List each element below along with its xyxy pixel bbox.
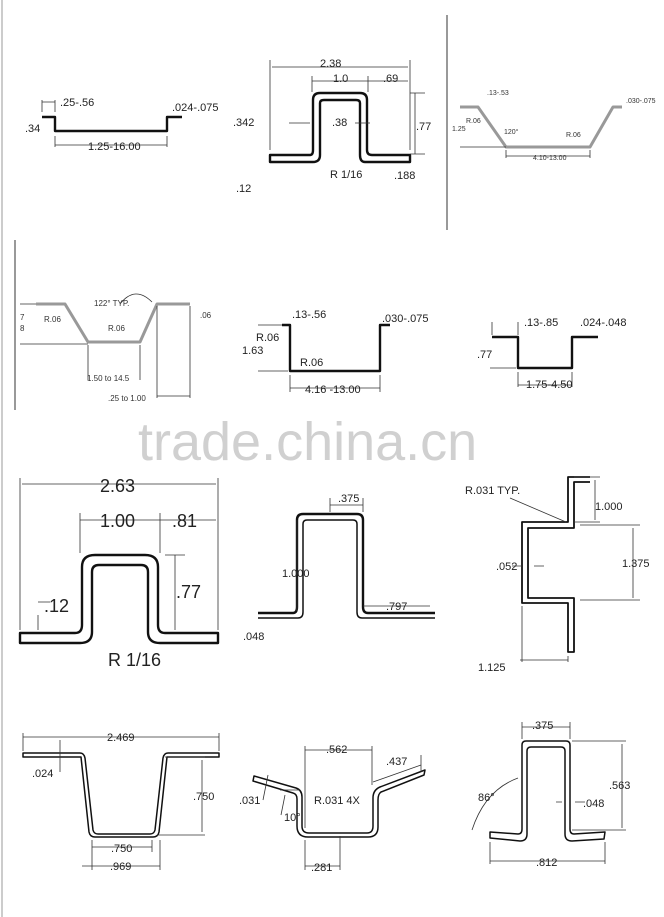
dim-label: R.06 (466, 118, 481, 125)
dim-label: .13-.56 (292, 309, 326, 321)
dim-label: 1.75-4.50 (526, 379, 572, 391)
dim-label: .342 (233, 117, 254, 129)
dim-label: R.06 (108, 324, 125, 333)
dim-label: .77 (176, 582, 201, 602)
dim-label: .188 (394, 170, 415, 182)
watermark: trade.china.cn (138, 412, 477, 472)
dim-label: .13-.85 (524, 317, 558, 329)
dim-label: 86° (478, 792, 495, 804)
dim-label: 1.0 (333, 73, 348, 85)
dim-label: 122° TYP. (94, 299, 129, 308)
dim-label: .437 (386, 756, 407, 768)
dim-label: .77 (416, 121, 431, 133)
dim-label: 2.38 (320, 58, 341, 70)
dim-label: .024-.048 (580, 317, 626, 329)
drawing-flat-channel: .25-.56 .024-.075 .34 1.25-16.00 (25, 97, 218, 153)
dim-label: .750 (111, 843, 132, 855)
dim-label: .69 (383, 73, 398, 85)
dim-label: .77 (477, 349, 492, 361)
profile-outline (268, 91, 412, 164)
dim-label: .375 (532, 720, 553, 732)
dim-label: R.031 TYP. (465, 485, 520, 497)
dim-label: R 1/16 (108, 650, 161, 670)
dim-label: .030-.075 (626, 98, 656, 105)
profile-outline (42, 115, 182, 133)
dim-label: 1.50 to 14.5 (87, 374, 130, 383)
profile-outline (18, 553, 220, 645)
dim-label: .25 to 1.00 (108, 394, 146, 403)
dim-label: 10° (284, 812, 301, 824)
dim-label: R.031 4X (314, 795, 361, 807)
dim-label: .38 (332, 117, 347, 129)
profile-outline (22, 752, 220, 838)
profile-outline (252, 769, 426, 838)
dim-label: .375 (338, 493, 359, 505)
dim-label: 2.469 (107, 732, 135, 744)
dim-label: 1.375 (622, 558, 650, 570)
dim-label: .34 (25, 123, 40, 135)
dim-label: 1.000 (595, 501, 623, 513)
dim-label: 1.000 (282, 568, 310, 580)
dim-label: .25-.56 (60, 97, 94, 109)
dim-label: R.06 (566, 132, 581, 139)
dim-label: .12 (44, 596, 69, 616)
dim-label: 1.00 (100, 511, 135, 531)
dim-label: R.06 (44, 315, 61, 324)
dim-label: R.06 (256, 332, 279, 344)
dim-label: .812 (536, 857, 557, 869)
dim-label: 120° (504, 128, 519, 136)
dim-label: 1.25-16.00 (88, 141, 141, 153)
dim-label: 4.16 -13.00 (305, 384, 361, 396)
dim-label: .563 (609, 780, 630, 792)
drawing-hat-channel-small: 2.38 1.0 .69 .342 .38 .77 R 1/16 .188 .1… (233, 58, 431, 195)
dim-label: 7 (20, 313, 25, 322)
drawing-tall-hat-channel: .375 1.000 .797 .048 (243, 493, 435, 643)
profile-outline (282, 323, 390, 373)
drawing-u-channel-narrow: .13-.85 .024-.048 .77 1.75-4.50 (477, 317, 626, 391)
dim-label: .797 (386, 601, 407, 613)
dim-label: .562 (326, 744, 347, 756)
dim-label: 1.25 (452, 126, 466, 133)
drawing-u-channel-wide: .13-.56 .030-.075 R.06 1.63 R.06 4.16 -1… (242, 309, 428, 396)
profile-outline (492, 335, 598, 370)
dim-label: .12 (236, 183, 251, 195)
drawing-tapered-trough: 2.469 .024 .750 .750 .969 (22, 732, 220, 873)
dim-label: .750 (193, 791, 214, 803)
dim-label: R 1/16 (330, 169, 362, 181)
profile-outline (258, 512, 435, 615)
dim-label: .13-.53 (487, 90, 509, 97)
profile-outline (521, 476, 590, 653)
dim-label: .048 (243, 631, 264, 643)
dim-label: .06 (200, 311, 212, 320)
dim-label: .81 (172, 511, 197, 531)
dim-label: .024 (32, 768, 53, 780)
dim-label: 1.63 (242, 345, 263, 357)
drawing-v-trough: 122° TYP. R.06 R.06 7 8 .06 1.50 to 14.5… (20, 293, 212, 403)
dim-label: R.06 (300, 357, 323, 369)
drawing-angled-hat-channel: .375 86° .048 .563 .812 (471, 720, 630, 869)
dim-label: .052 (496, 561, 517, 573)
profile-outline (489, 740, 606, 842)
profile-outline (460, 105, 622, 149)
drawing-angled-flange-channel: .562 .437 .031 R.031 4X 10° .281 (239, 744, 426, 874)
dim-label: .281 (311, 862, 332, 874)
drawing-trapezoid-channel: .13-.53 .030-.075 R.06 1.25 120° R.06 4.… (452, 90, 656, 162)
dim-label: .969 (110, 861, 131, 873)
dim-label: .048 (583, 798, 604, 810)
drawing-hat-channel-large: 2.63 1.00 .81 .77 .12 R 1/16 (18, 476, 220, 670)
dim-label: 2.63 (100, 476, 135, 496)
dim-label: 8 (20, 324, 25, 333)
drawing-z-channel: R.031 TYP. 1.000 .052 1.375 1.125 (465, 476, 650, 674)
dim-label: .024-.075 (172, 102, 218, 114)
dim-label: .030-.075 (382, 313, 428, 325)
profile-outline (36, 302, 190, 344)
dim-label: .031 (239, 795, 260, 807)
dim-label: 4.10-13.00 (533, 155, 567, 162)
dim-label: 1.125 (478, 662, 506, 674)
